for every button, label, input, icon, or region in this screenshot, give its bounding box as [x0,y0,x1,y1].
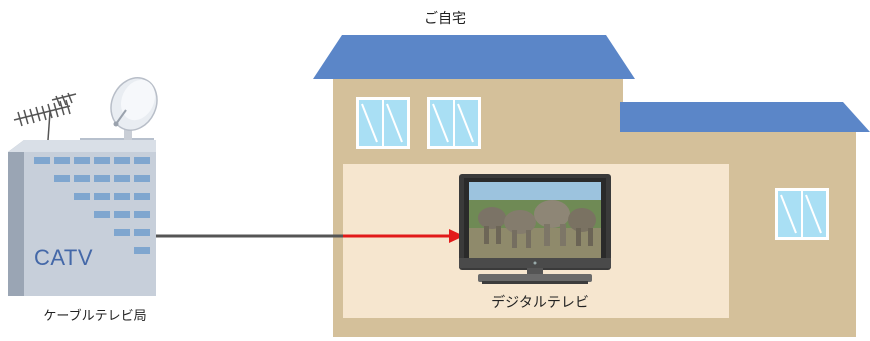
station-label: ケーブルテレビ局 [43,309,147,324]
window-icon [427,97,481,149]
window-icon [356,97,410,149]
tv-label: デジタルテレビ [491,295,589,311]
window-icon [775,188,829,240]
catv-station [8,138,156,296]
home-label: ご自宅 [424,11,466,27]
house [313,35,870,337]
satellite-dish-icon [110,77,158,140]
tv-icon [459,174,611,284]
signal-arrow [343,229,464,243]
catv-sign: CATV [34,245,94,270]
house-roof-annex [620,102,870,132]
house-roof-main [313,35,635,79]
antenna-icon [13,92,77,141]
